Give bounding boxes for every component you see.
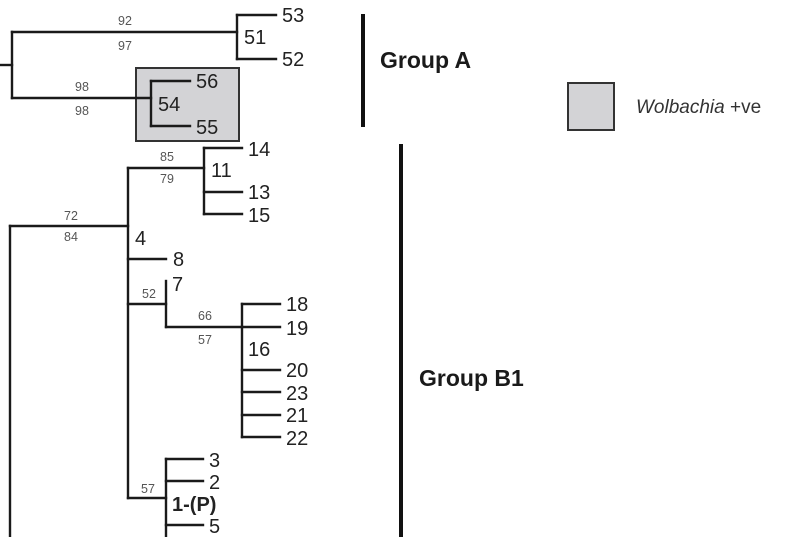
group-b1-label: Group B1 <box>419 365 524 391</box>
bootstrap-value: 97 <box>118 39 132 53</box>
leaf-label: 52 <box>282 49 304 71</box>
leaf-label: 20 <box>286 360 308 382</box>
leaf-label: 53 <box>282 5 304 27</box>
leaf-label: 21 <box>286 405 308 427</box>
node-label: 4 <box>135 228 146 250</box>
node-label: 7 <box>172 274 183 296</box>
bootstrap-value: 92 <box>118 14 132 28</box>
leaf-label: 19 <box>286 318 308 340</box>
leaf-label: 15 <box>248 205 270 227</box>
leaf-label: 13 <box>248 182 270 204</box>
bootstrap-value: 52 <box>142 287 156 301</box>
bootstrap-value: 79 <box>160 172 174 186</box>
bootstrap-value: 72 <box>64 209 78 223</box>
group-a-label: Group A <box>380 47 471 73</box>
leaf-label: 55 <box>196 117 218 139</box>
leaf-label: 5 <box>209 516 220 537</box>
leaf-label: 3 <box>209 450 220 472</box>
leaf-label: 8 <box>173 249 184 271</box>
bootstrap-value: 84 <box>64 230 78 244</box>
legend-label: Wolbachia +ve <box>636 97 761 118</box>
legend-swatch <box>567 82 615 131</box>
node-label: 54 <box>158 94 180 116</box>
leaf-label: 18 <box>286 294 308 316</box>
leaf-label: 14 <box>248 139 270 161</box>
node-label: 16 <box>248 339 270 361</box>
legend-label-suffix: +ve <box>725 97 761 118</box>
node-label-parent: 1-(P) <box>172 494 216 516</box>
leaf-label: 22 <box>286 428 308 450</box>
bootstrap-value: 66 <box>198 309 212 323</box>
leaf-label: 56 <box>196 71 218 93</box>
bootstrap-value: 57 <box>141 482 155 496</box>
legend: Wolbachia +ve <box>567 82 761 131</box>
bootstrap-value: 98 <box>75 80 89 94</box>
node-label: 11 <box>211 160 232 182</box>
leaf-label: 23 <box>286 383 308 405</box>
bootstrap-value: 85 <box>160 150 174 164</box>
node-label: 51 <box>244 27 266 49</box>
bootstrap-value: 57 <box>198 333 212 347</box>
legend-label-italic: Wolbachia <box>636 97 725 118</box>
leaf-label: 2 <box>209 472 220 494</box>
bootstrap-value: 98 <box>75 104 89 118</box>
